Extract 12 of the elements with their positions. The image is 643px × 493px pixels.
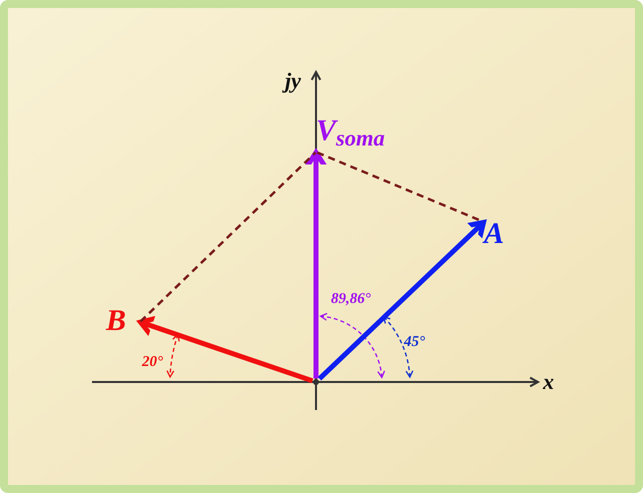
axis-label: x: [543, 371, 554, 393]
angle-label: 45°: [404, 335, 425, 350]
phasor-label: A: [484, 219, 512, 249]
dashed-line: [140, 152, 316, 322]
phasor-arrow: [138, 316, 314, 384]
phasor-label: V$_{soma}$: [316, 116, 408, 152]
angle-label: 89,86°: [331, 292, 371, 307]
phasor-arrow: [304, 150, 328, 378]
angle-label: 20°: [142, 355, 163, 370]
dashed-line: [316, 151, 484, 223]
phasor-label: B: [106, 306, 140, 336]
phasor-arrow: [318, 220, 486, 380]
